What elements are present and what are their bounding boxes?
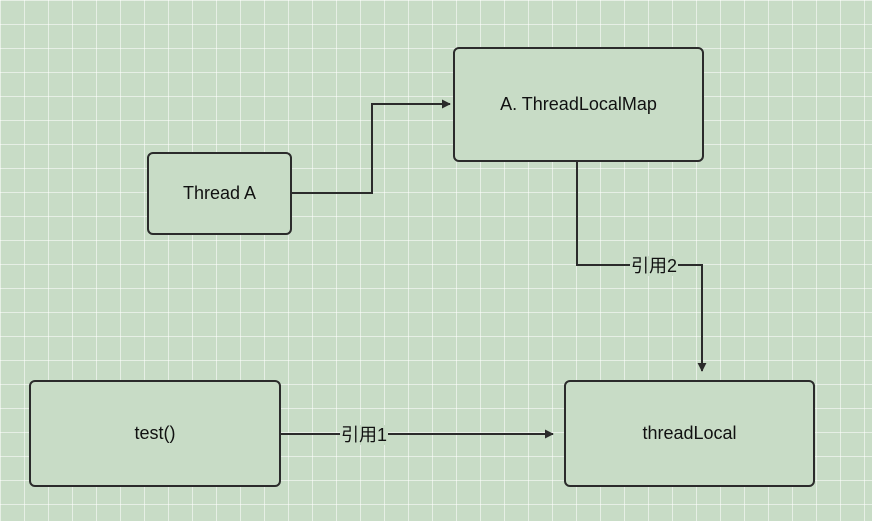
edge-thread-a-to-map	[291, 99, 451, 194]
node-thread-local[interactable]: threadLocal	[564, 380, 815, 487]
node-test-label: test()	[134, 423, 176, 443]
edge-label-ref1: 引用1	[340, 425, 389, 445]
node-test[interactable]: test()	[29, 380, 281, 487]
node-thread-local-label: threadLocal	[642, 423, 737, 443]
node-thread-a[interactable]: Thread A	[147, 152, 292, 235]
node-thread-local-map[interactable]: A. ThreadLocalMap	[453, 47, 704, 162]
node-thread-local-map-label: A. ThreadLocalMap	[500, 94, 657, 114]
edge-label-ref2: 引用2	[630, 256, 679, 276]
node-thread-a-label: Thread A	[182, 183, 257, 203]
